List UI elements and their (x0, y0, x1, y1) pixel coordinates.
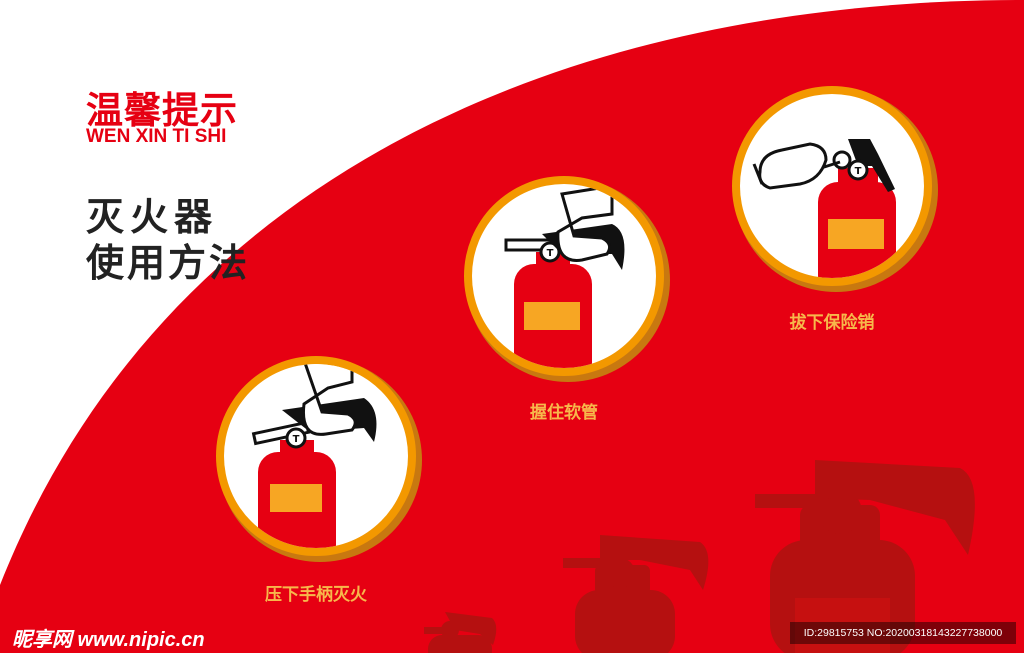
step-pull-pin: T (732, 86, 938, 292)
watermark-site: 昵享网 www.nipic.cn (12, 629, 205, 651)
heading-line-2: 使用方法 (86, 241, 251, 285)
grip-hose-icon: T (504, 184, 625, 368)
extinguisher-silhouette-large (755, 460, 975, 653)
page-title-en: WEN XIN TI SHI (86, 126, 227, 147)
step-label-pull-pin: 拔下保险销 (789, 313, 875, 333)
watermark-id: ID:29815753 NO:20200318143227738000 (790, 622, 1016, 644)
svg-text:T: T (547, 248, 554, 259)
step-press-handle: T (216, 356, 422, 562)
step-label-grip-hose: 握住软管 (530, 403, 598, 423)
step-grip-hose: T (464, 176, 670, 382)
step-label-press-handle: 压下手柄灭火 (265, 585, 367, 605)
extinguisher-silhouette-small (424, 612, 497, 653)
press-handle-icon: T (251, 364, 377, 548)
svg-text:T: T (293, 434, 300, 445)
extinguisher-silhouette-medium (563, 535, 709, 653)
svg-text:T: T (855, 166, 862, 177)
heading-line-1: 灭火器 (86, 195, 219, 239)
page-title-cn: 温馨提示 (86, 89, 238, 132)
pull-pin-icon: T (752, 139, 896, 278)
